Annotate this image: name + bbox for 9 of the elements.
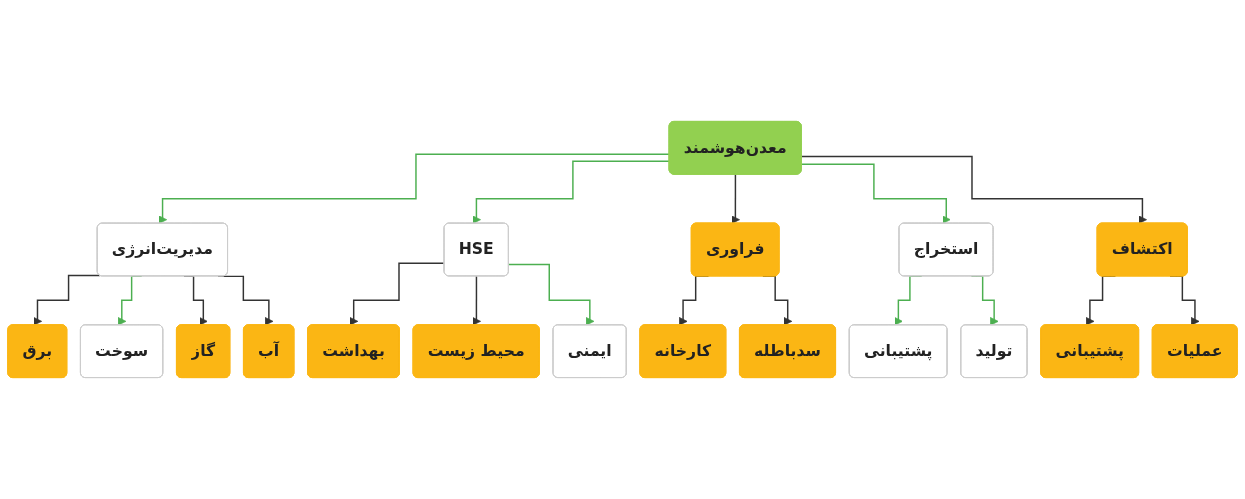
arrow (801, 155, 1147, 224)
arrow (801, 163, 951, 224)
arrow (472, 275, 481, 326)
arrow (158, 153, 671, 224)
arrow (349, 262, 446, 326)
arrow (731, 173, 740, 224)
arrow (33, 274, 101, 326)
arrow (472, 160, 671, 224)
arrow (508, 263, 595, 326)
